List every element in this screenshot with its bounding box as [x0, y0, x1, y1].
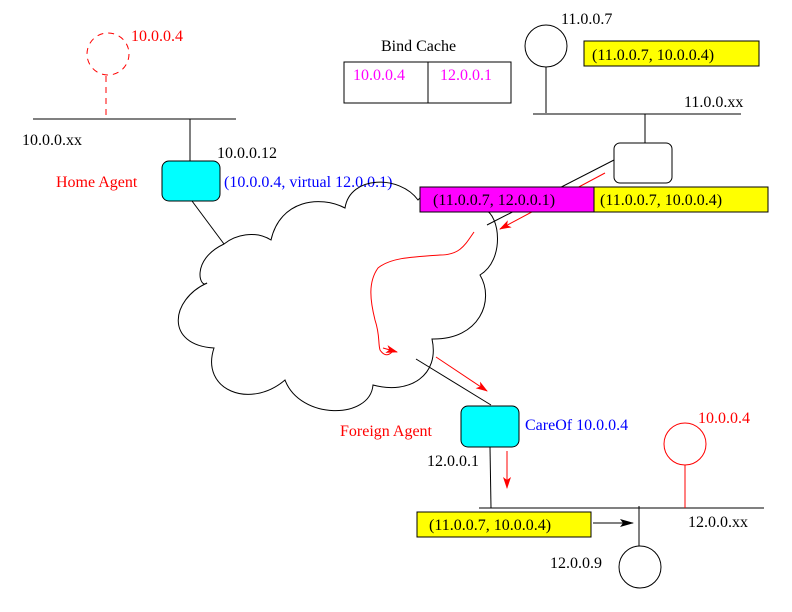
mobile-node-label: 10.0.0.4 — [698, 410, 750, 427]
packet-delivered — [416, 511, 592, 538]
cloud-outline — [177, 181, 498, 412]
correspondent-router — [613, 142, 673, 184]
packet-delivered-text: (11.0.0.7, 10.0.0.4) — [429, 517, 551, 534]
home-agent-cloud-link — [191, 200, 225, 245]
home-agent-label: Home Agent — [56, 174, 138, 191]
foreign-network: Foreign Agent CareOf 10.0.0.4 12.0.0.1 1… — [340, 358, 764, 589]
bind-cache-care-of-address: 12.0.0.1 — [440, 67, 492, 84]
bind-cache-title: Bind Cache — [381, 38, 456, 55]
other-host — [618, 545, 662, 589]
foreign-agent-label: Foreign Agent — [340, 423, 433, 440]
tunnel-packet: (11.0.0.7, 12.0.0.1) (11.0.0.7, 10.0.0.4… — [419, 186, 769, 213]
home-network: 10.0.0.xx 10.0.0.4 10.0.0.12 Home Agent … — [22, 28, 392, 245]
mobile-node — [663, 422, 707, 466]
other-host-label: 12.0.0.9 — [550, 555, 602, 572]
bind-cache: Bind Cache 10.0.0.4 12.0.0.1 — [343, 38, 512, 104]
tunnel-packet-inner — [593, 186, 769, 213]
foreign-agent-link — [489, 446, 492, 509]
arrow-cloud-to-foreign-agent — [435, 356, 488, 392]
correspondent-network: 11.0.0.7 (11.0.0.7, 10.0.0.4) 11.0.0.xx — [486, 11, 760, 226]
mobile-node-home-ghost — [86, 32, 130, 76]
packet-original-text: (11.0.0.7, 10.0.0.4) — [592, 47, 714, 64]
bind-cache-home-address: 10.0.0.4 — [353, 67, 405, 84]
correspondent-host-label: 11.0.0.7 — [561, 11, 612, 28]
tunnel-packet-outer-text: (11.0.0.7, 12.0.0.1) — [433, 192, 555, 209]
home-agent-address: 10.0.0.12 — [217, 145, 277, 162]
foreign-network-label: 12.0.0.xx — [688, 514, 748, 531]
tunnel-packet-inner-text: (11.0.0.7, 10.0.0.4) — [600, 192, 722, 209]
mobile-node-home-label: 10.0.0.4 — [131, 28, 183, 45]
home-agent-box — [161, 160, 221, 202]
tunnel-packet-outer — [419, 186, 595, 213]
internet-cloud — [177, 181, 498, 412]
correspondent-network-label: 11.0.0.xx — [684, 94, 743, 111]
correspondent-host — [524, 24, 568, 68]
tunnel-path-arrow — [382, 345, 398, 353]
foreign-agent-address: 12.0.0.1 — [427, 453, 479, 470]
foreign-agent-box — [460, 405, 520, 448]
packet-original — [583, 40, 760, 67]
home-network-label: 10.0.0.xx — [22, 132, 82, 149]
care-of-label: CareOf 10.0.0.4 — [525, 417, 628, 434]
cloud-foreign-agent-link — [415, 358, 492, 406]
tunnel-path — [370, 231, 475, 356]
home-agent-binding: (10.0.0.4, virtual 12.0.0.1) — [224, 174, 392, 191]
